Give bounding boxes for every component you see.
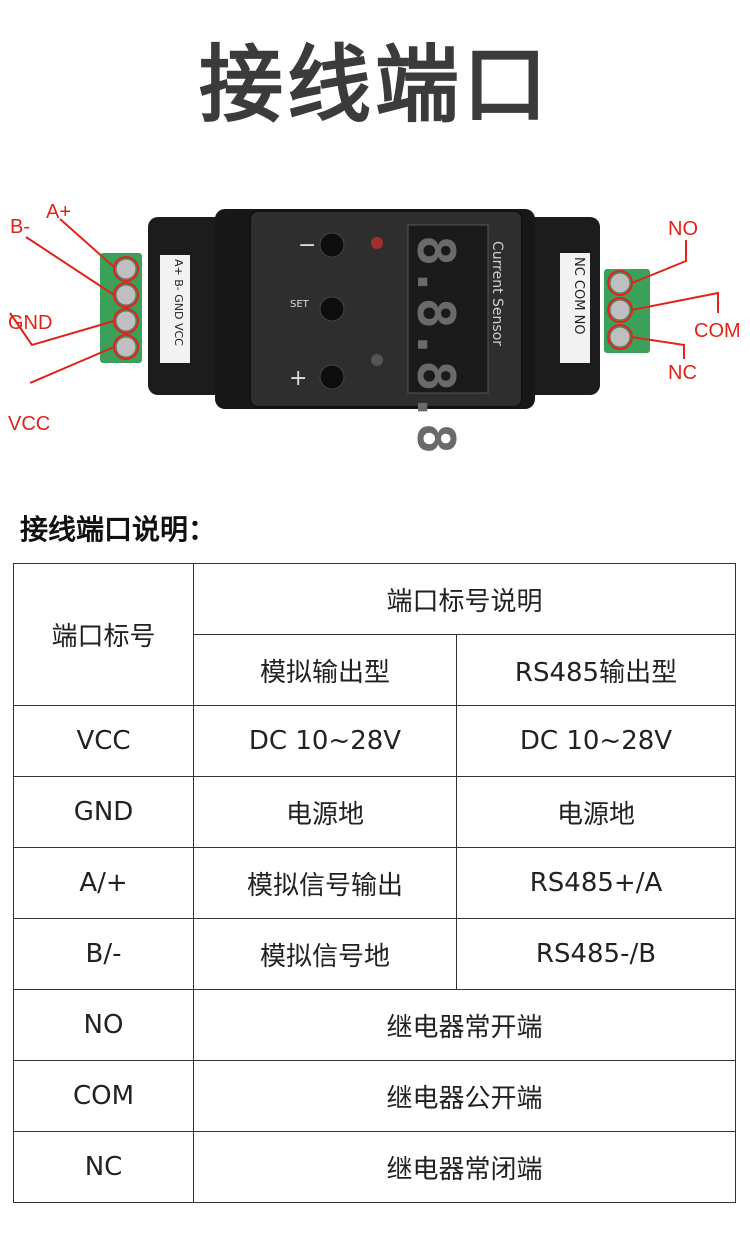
merged-cell: 继电器常开端 [192, 989, 737, 1061]
analog-cell: 电源地 [193, 776, 457, 848]
callout-gnd: GND [8, 312, 52, 334]
table-row: NO 继电器常开端 [13, 989, 737, 1061]
left-terminal-label: A+ B- GND VCC [172, 259, 185, 346]
port-cell: B/- [13, 918, 194, 990]
screw-vcc [115, 336, 137, 358]
callout-no: NO [668, 218, 698, 240]
leader-line-nc [631, 336, 685, 359]
right-terminal-label: NC COM NO [571, 257, 586, 335]
set-button[interactable] [319, 296, 345, 322]
callout-b-minus: B- [10, 216, 30, 238]
status-led-red [371, 237, 383, 249]
screw-b-minus [115, 284, 137, 306]
left-terminal-sticker [160, 255, 190, 363]
table-row: GND 电源地 电源地 [13, 776, 737, 848]
leader-line-no [631, 240, 687, 284]
table-header-row: 端口标号 端口标号说明 [13, 563, 737, 706]
screw-nc [609, 326, 631, 348]
port-cell: NO [13, 989, 194, 1061]
current-sensor-device: A+ B- GND VCC NC COM NO − SET + 8.8.8.8.… [8, 201, 741, 455]
leader-line-vcc [29, 346, 115, 384]
right-terminal-sticker [560, 253, 590, 363]
merged-cell: 继电器常闭端 [192, 1131, 737, 1203]
display-digits: 8.8.8.8. [405, 235, 465, 455]
port-description-table: 端口标号 端口标号说明 模拟输出型 RS485输出型 VCC DC 10~28V… [13, 563, 737, 1203]
plus-button[interactable] [319, 364, 345, 390]
callout-com: COM [694, 320, 741, 342]
callout-a-plus: A+ [46, 201, 71, 223]
table-row: VCC DC 10~28V DC 10~28V [13, 705, 737, 777]
table-subheader-row: 模拟输出型 RS485输出型 [14, 634, 737, 706]
brand-text: Current Sensor [489, 241, 505, 346]
page-title: 接线端口 [198, 36, 551, 134]
analog-cell: 模拟信号地 [193, 918, 457, 990]
merged-cell: 继电器公开端 [192, 1060, 737, 1132]
rs485-cell: 电源地 [455, 776, 737, 848]
table-row: B/- 模拟信号地 RS485-/B [13, 918, 737, 990]
port-cell: GND [13, 776, 194, 848]
port-cell: COM [13, 1060, 194, 1132]
screw-no [609, 272, 631, 294]
callout-nc: NC [668, 362, 697, 384]
analog-cell: 模拟信号输出 [193, 847, 457, 919]
leader-line-a-plus [59, 218, 115, 268]
table-row: NC 继电器常闭端 [13, 1131, 737, 1203]
screw-a-plus [115, 258, 137, 280]
port-cell: NC [13, 1131, 194, 1203]
screw-com [609, 299, 631, 321]
plus-label: + [289, 366, 307, 391]
rs485-cell: DC 10~28V [455, 705, 737, 777]
set-label: SET [290, 299, 310, 310]
analog-cell: DC 10~28V [193, 705, 457, 777]
port-cell: A/+ [13, 847, 194, 919]
screw-gnd [115, 310, 137, 332]
header-port: 端口标号 [13, 563, 194, 706]
port-cell: VCC [13, 705, 194, 777]
header-rs485: RS485输出型 [455, 634, 737, 706]
highlight-ring [113, 256, 139, 282]
header-description: 端口标号说明 [192, 563, 737, 635]
section-heading: 接线端口说明： [20, 513, 217, 546]
leader-line-com [631, 291, 719, 313]
header-analog: 模拟输出型 [193, 634, 457, 706]
callout-vcc: VCC [8, 413, 50, 435]
status-led-grey [371, 354, 383, 366]
minus-label: − [298, 233, 316, 258]
rs485-cell: RS485+/A [455, 847, 737, 919]
table-row: COM 继电器公开端 [13, 1060, 737, 1132]
minus-button[interactable] [319, 232, 345, 258]
leader-line-gnd [9, 312, 115, 347]
table-row: A/+ 模拟信号输出 RS485+/A [13, 847, 737, 919]
rs485-cell: RS485-/B [455, 918, 737, 990]
leader-line-b-minus [25, 236, 115, 296]
seven-segment-display [407, 224, 489, 394]
